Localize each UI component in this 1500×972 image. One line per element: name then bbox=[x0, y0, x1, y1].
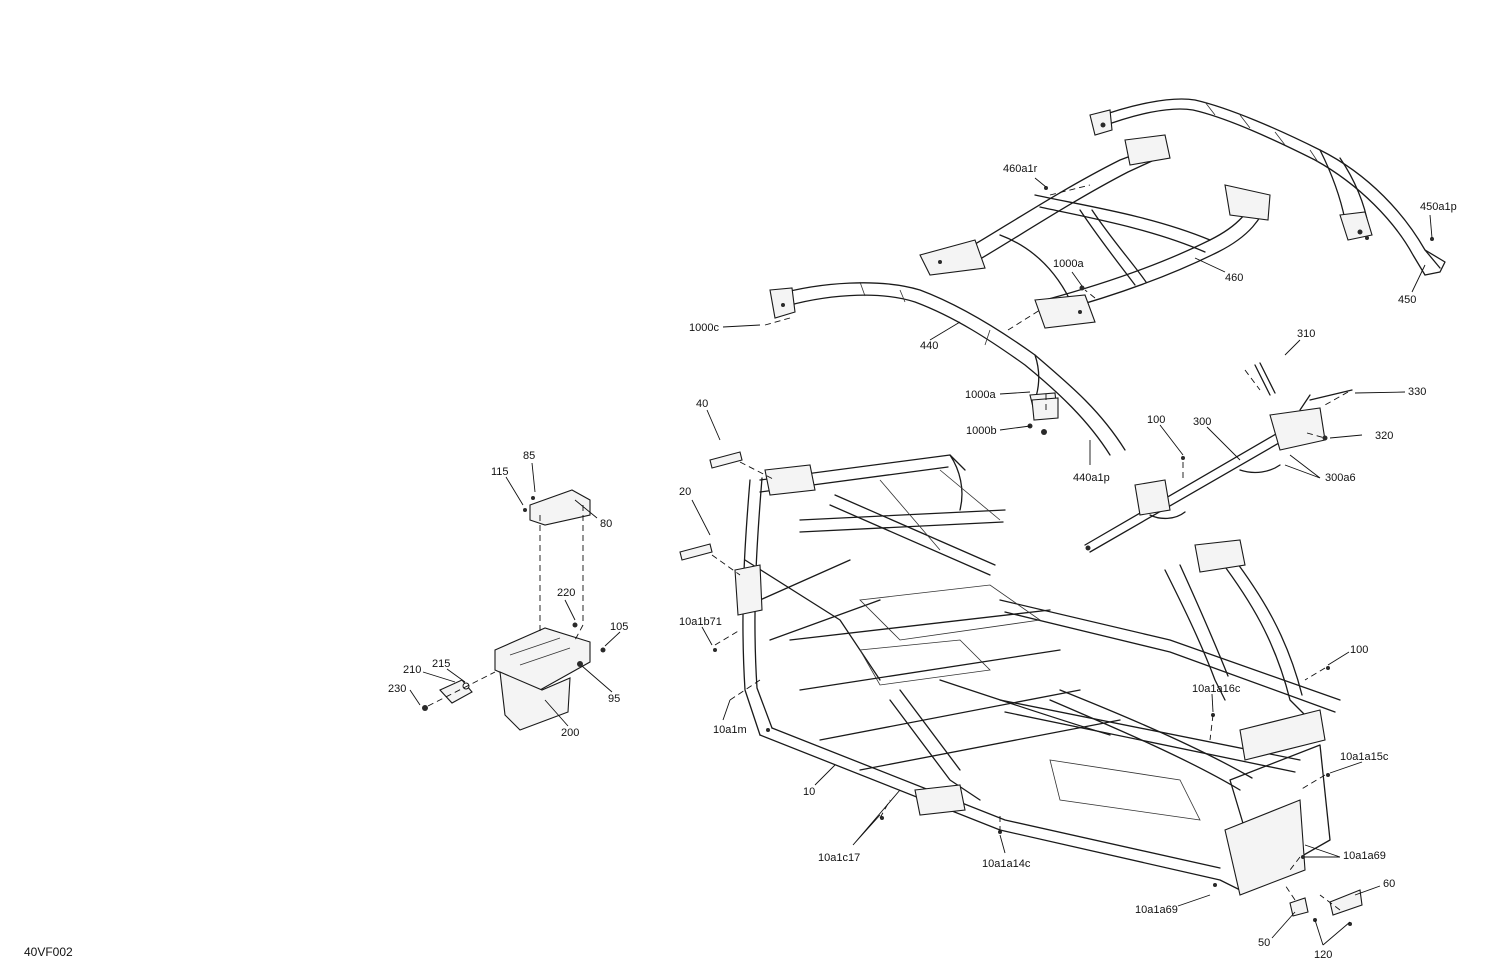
main-chassis-frame-10 bbox=[734, 454, 1341, 896]
callout-460a1r: 460a1r bbox=[1003, 163, 1038, 175]
callout-115: 115 bbox=[491, 466, 509, 478]
callout-60: 60 bbox=[1383, 878, 1395, 890]
figure-reference-id: 40VF002 bbox=[24, 945, 73, 959]
callout-300a6: 300a6 bbox=[1325, 472, 1356, 484]
front-roll-bar-440 bbox=[769, 281, 1126, 456]
steering-column-300 bbox=[1084, 362, 1353, 553]
callout-450: 450 bbox=[1398, 294, 1416, 306]
callout-10a1a16c: 10a1a16c bbox=[1192, 683, 1241, 695]
callout-10: 10 bbox=[803, 786, 815, 798]
callout-100-right: 100 bbox=[1350, 644, 1368, 656]
callout-330: 330 bbox=[1408, 386, 1426, 398]
callout-105: 105 bbox=[610, 621, 628, 633]
callout-200: 200 bbox=[561, 727, 579, 739]
callout-460: 460 bbox=[1225, 272, 1243, 284]
callout-85: 85 bbox=[523, 450, 535, 462]
callout-230: 230 bbox=[388, 683, 406, 695]
rear-roll-bar-450 bbox=[1089, 98, 1446, 276]
bracket-assembly-200 bbox=[422, 489, 606, 731]
callout-440a1p: 440a1p bbox=[1073, 472, 1110, 484]
callout-10a1m: 10a1m bbox=[713, 724, 747, 736]
callout-1000c: 1000c bbox=[689, 322, 719, 334]
callout-40: 40 bbox=[696, 398, 708, 410]
callout-10a1c17: 10a1c17 bbox=[818, 852, 860, 864]
callout-215: 215 bbox=[432, 658, 450, 670]
leader-lines bbox=[409, 177, 1433, 946]
roof-cross-frame-460 bbox=[919, 134, 1271, 329]
callout-10a1a15c: 10a1a15c bbox=[1340, 751, 1389, 763]
callout-10a1a14c: 10a1a14c bbox=[982, 858, 1031, 870]
callout-440: 440 bbox=[920, 340, 938, 352]
callout-100-top: 100 bbox=[1147, 414, 1165, 426]
assembly-dashed-lines bbox=[427, 184, 1349, 911]
callout-310: 310 bbox=[1297, 328, 1315, 340]
callout-210: 210 bbox=[403, 664, 421, 676]
callout-450a1p: 450a1p bbox=[1420, 201, 1457, 213]
callout-120: 120 bbox=[1314, 949, 1332, 961]
callout-50: 50 bbox=[1258, 937, 1270, 949]
callout-10a1a69-bottom: 10a1a69 bbox=[1135, 904, 1178, 916]
callout-1000a: 1000a bbox=[965, 389, 996, 401]
callout-320: 320 bbox=[1375, 430, 1393, 442]
callout-300: 300 bbox=[1193, 416, 1211, 428]
callout-20: 20 bbox=[679, 486, 691, 498]
callout-1000b: 1000b bbox=[966, 425, 997, 437]
callout-95: 95 bbox=[608, 693, 620, 705]
callout-10a1b71: 10a1b71 bbox=[679, 616, 722, 628]
callout-220: 220 bbox=[557, 587, 575, 599]
callout-80: 80 bbox=[600, 518, 612, 530]
callout-1000a-top: 1000a bbox=[1053, 258, 1084, 270]
callout-10a1a69-right: 10a1a69 bbox=[1343, 850, 1386, 862]
hardware-pins bbox=[679, 186, 1434, 926]
callout-labels: 460a1r 450a1p 1000a 460 450 1000c 440 31… bbox=[388, 163, 1457, 961]
